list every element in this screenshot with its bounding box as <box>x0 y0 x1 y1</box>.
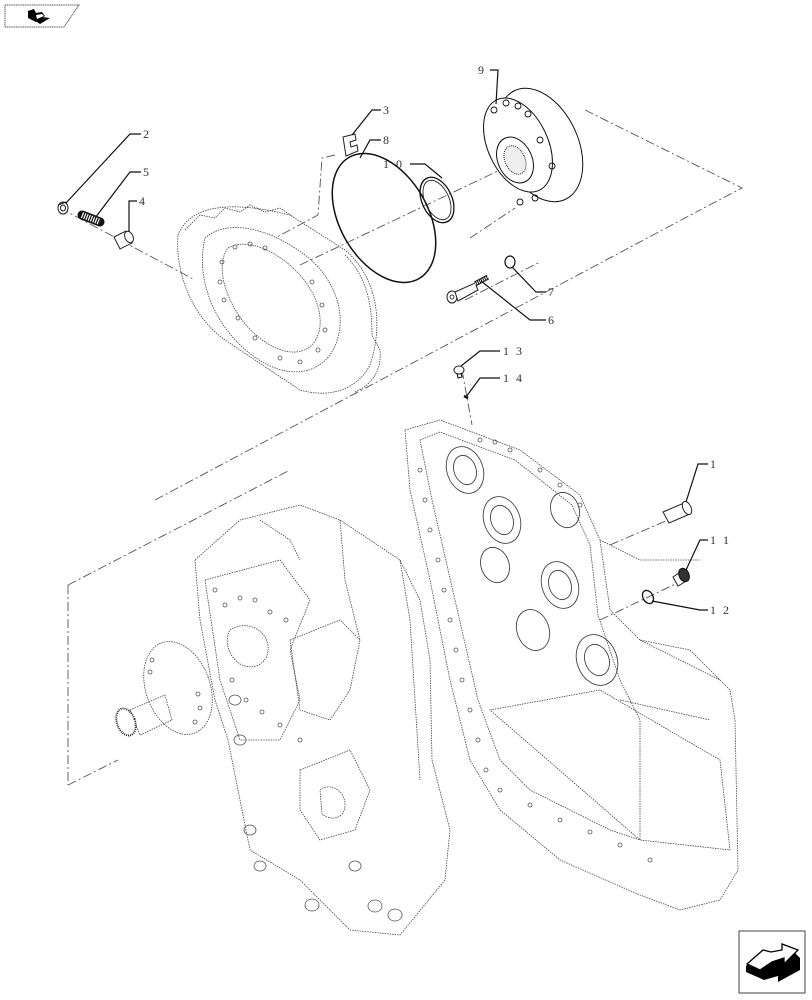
back-book-icon <box>4 4 80 28</box>
callout-5: 5 <box>143 165 151 179</box>
callout-1: 1 <box>710 457 718 471</box>
part-12-oring <box>641 589 655 605</box>
output-shaft-flange <box>115 641 213 737</box>
leader-lines <box>65 69 708 611</box>
callout-9: 9 <box>478 63 486 77</box>
callout-14: 1 4 <box>503 371 524 385</box>
callout-12: 1 2 <box>710 603 731 617</box>
part-7-oring <box>504 255 516 269</box>
callout-3: 3 <box>383 103 391 117</box>
lower-left-gear-housing <box>194 504 451 936</box>
back-to-index-button[interactable] <box>4 4 80 28</box>
part-13-plug-screw <box>453 365 465 379</box>
callout-6: 6 <box>548 313 556 327</box>
callout-10: 1 0 <box>383 157 404 171</box>
callout-13: 1 3 <box>503 344 524 358</box>
callout-8: 8 <box>383 133 391 147</box>
part-10-seal-ring <box>419 176 455 224</box>
callout-11: 1 1 <box>710 533 731 547</box>
callout-2: 2 <box>143 127 151 141</box>
part-2-plug-cap <box>57 201 69 215</box>
callout-7: 7 <box>548 285 556 299</box>
part-5-spring <box>77 210 105 227</box>
part-9-pump-assembly <box>483 87 584 206</box>
centerlines <box>59 109 743 786</box>
upper-housing-cover <box>177 204 381 394</box>
forward-arrow-icon <box>738 930 806 994</box>
callout-4: 4 <box>139 194 147 208</box>
callout-labels: 2 5 4 3 8 1 0 9 7 6 1 3 1 4 1 1 1 1 2 <box>139 63 731 617</box>
part-3-clip <box>342 133 359 157</box>
next-page-button[interactable] <box>738 930 806 994</box>
part-1-sleeve <box>662 500 693 524</box>
part-11-plug <box>672 567 690 587</box>
part-6-cap-screw <box>446 274 490 304</box>
right-main-housing <box>404 419 739 911</box>
part-4-piston <box>113 230 134 250</box>
